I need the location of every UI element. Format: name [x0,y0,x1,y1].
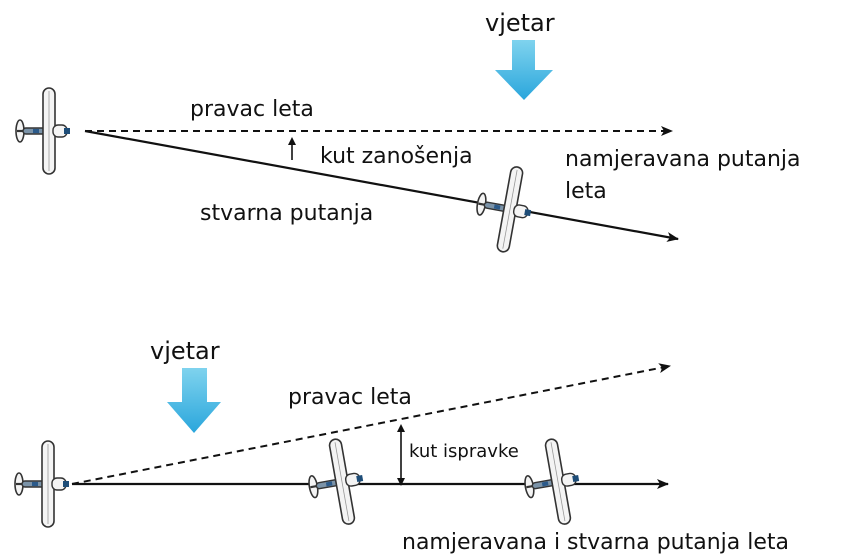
heading-label: pravac leta [190,97,314,122]
aircraft-drifted-icon [468,160,540,257]
correction-angle-label: kut ispravke [409,441,519,462]
aircraft-start-icon [13,439,71,529]
intended-track-label-line2: leta [565,179,607,204]
intended-track-label-line1: namjeravana putanja [565,147,801,172]
top-diagram: vjetar pravac leta stvarna putanja kut z… [14,9,801,257]
drift-angle-label: kut zanošenja [320,144,473,169]
actual-track-line [84,129,679,242]
heading-label: pravac leta [288,385,412,410]
aircraft-crabbed-icon [300,434,372,531]
actual-track-label: stvarna putanja [200,201,373,226]
wind-arrow-icon [167,368,221,433]
wind-label: vjetar [150,337,220,365]
heading-line [71,363,671,485]
aircraft-crabbed-icon [516,434,588,531]
wind-arrow-icon [495,40,553,100]
wind-label: vjetar [485,9,555,37]
track-label: namjeravana i stvarna putanja leta [402,530,789,555]
aircraft-start-icon [14,86,72,176]
bottom-diagram: vjetar pravac leta namjeravana i stvarna… [13,337,789,555]
